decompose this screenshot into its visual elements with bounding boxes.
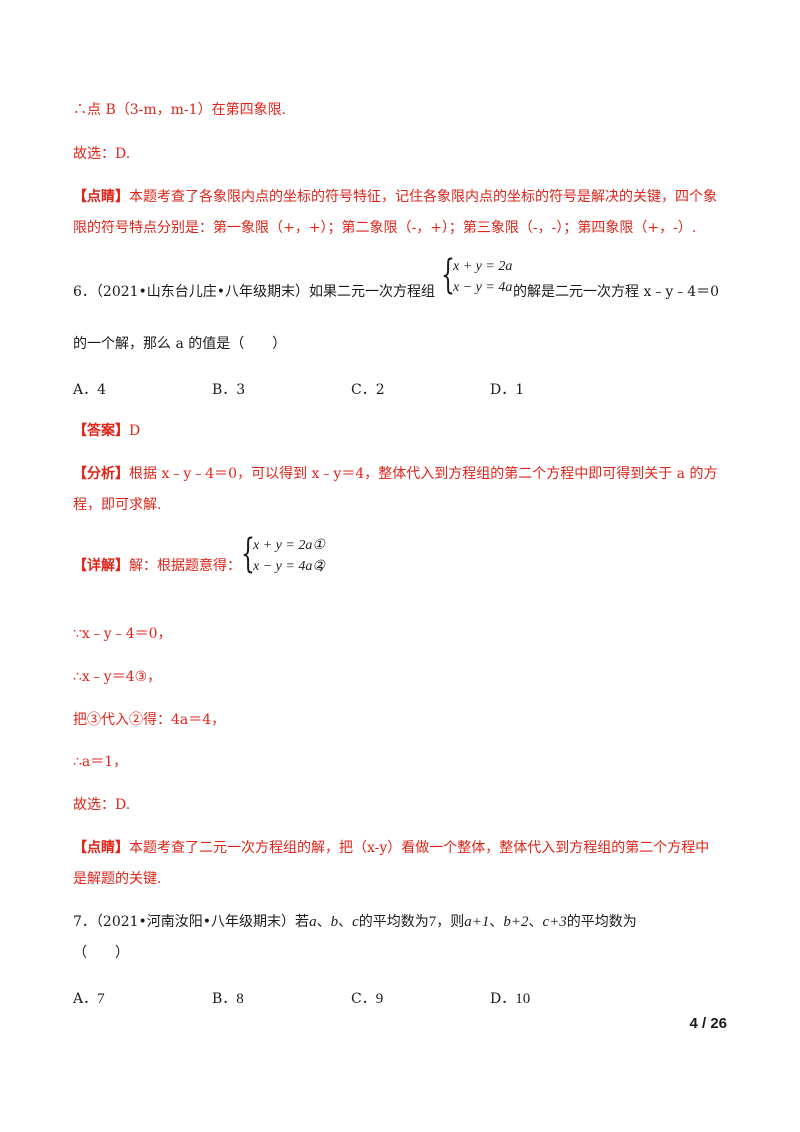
detail-text: 解：根据题意得： (129, 558, 241, 574)
choice-letter: B． (212, 991, 237, 1007)
q6-detail-eq2: x − y = 4a② (253, 559, 325, 574)
brace-icon: { (241, 531, 255, 577)
q6-detail-comma: ， (318, 558, 332, 574)
analysis-text: 根据 x﹣y﹣4＝0，可以得到 x﹣y＝4，整体代入到方程组的第二个方程中即可得… (129, 466, 718, 482)
q7-expr1: a+1 (464, 914, 490, 930)
choice-value: 10 (515, 991, 531, 1007)
q7-sep4: 、 (528, 914, 543, 930)
tip-text: 本题考查了二元一次方程组的解，把（x-y）看做一个整体，整体代入到方程组的第二个… (129, 840, 710, 856)
answer-tag: 【答案】 (73, 423, 129, 439)
choice-letter: D． (490, 991, 516, 1007)
page-number: 4 / 26 (689, 1015, 727, 1032)
choice-value: 9 (375, 991, 384, 1007)
prev-conclusion: ∴点 B（3-m，m-1）在第四象限. (73, 102, 287, 118)
answer-value: D (129, 423, 141, 439)
q7-sep2: 、 (338, 914, 353, 930)
q6-step4: ∴a＝1， (73, 754, 128, 770)
q7-sep1: 、 (316, 914, 331, 930)
q6-choice-c: C．2 (351, 382, 385, 398)
q6-choice-d: D．1 (490, 382, 525, 398)
detail-tag: 【详解】 (73, 558, 129, 574)
q6-stem-a: 6．（2021•山东台儿庄•八年级期末）如果二元一次方程组 (73, 284, 436, 300)
q6-analysis-line1: 【分析】根据 x﹣y﹣4＝0，可以得到 x﹣y＝4，整体代入到方程组的第二个方程… (73, 465, 717, 483)
choice-letter: C． (351, 991, 376, 1007)
q6-sys-eq1: x + y = 2a (453, 259, 513, 274)
q6-tip-line1: 【点睛】本题考查了二元一次方程组的解，把（x-y）看做一个整体，整体代入到方程组… (73, 839, 709, 857)
q7-var-a: a (309, 914, 317, 930)
q6-tip-line2: 是解题的关键. (73, 871, 162, 887)
q6-step3: 把③代入②得：4a＝4， (73, 712, 226, 728)
q7-var-c: c (352, 914, 359, 930)
tip-text: 本题考查了各象限内点的坐标的符号特征，记住各象限内点的坐标的符号是解决的关键，四… (129, 189, 717, 205)
q7-stem-a: 7．（2021•河南汝阳•八年级期末）若 (73, 914, 310, 930)
q7-choice-b: B．8 (212, 988, 244, 1008)
tip-tag: 【点睛】 (73, 189, 129, 205)
analysis-tag: 【分析】 (73, 466, 129, 482)
prev-tip-line2: 限的符号特点分别是：第一象限（+，+）；第二象限（-，+）；第三象限（-，-）；… (73, 220, 697, 236)
q6-sys-eq2: x − y = 4a (453, 280, 513, 295)
q6-detail-intro: 【详解】解：根据题意得： (73, 557, 241, 575)
choice-letter: A． (73, 991, 98, 1007)
q6-stem-b: 的解是二元一次方程 x﹣y﹣4＝0 (513, 284, 720, 300)
prev-choose: 故选：D. (73, 146, 131, 162)
q6-choose: 故选：D. (73, 797, 131, 813)
q7-stem: 7．（2021•河南汝阳•八年级期末）若a、b、c的平均数为7，则a+1、b+2… (73, 913, 637, 931)
tip-tag: 【点睛】 (73, 840, 129, 856)
q7-choice-d: D．10 (490, 988, 530, 1008)
brace-icon: { (441, 252, 455, 298)
q6-stem-c: 的一个解，那么 a 的值是（ ） (73, 336, 287, 352)
choice-value: 8 (236, 991, 244, 1007)
q6-answer: 【答案】D (73, 422, 140, 440)
q7-seven: 7 (428, 914, 437, 930)
choice-value: 7 (97, 991, 105, 1007)
q7-then: ，则 (436, 914, 465, 930)
prev-tip-line1: 【点睛】本题考查了各象限内点的坐标的符号特征，记住各象限内点的坐标的符号是解决的… (73, 188, 717, 206)
q6-analysis-line2: 程，即可求解. (73, 497, 162, 513)
q7-var-b: b (330, 914, 339, 930)
q6-choice-a: A．4 (73, 382, 107, 398)
q7-expr2: b+2 (503, 914, 529, 930)
q6-step1: ∵x﹣y﹣4＝0， (73, 626, 172, 642)
q7-tail: 的平均数为 (566, 914, 637, 930)
q7-mid: 的平均数为 (358, 914, 429, 930)
q6-detail-eq1: x + y = 2a① (253, 538, 325, 553)
q7-choice-c: C．9 (351, 988, 383, 1008)
q7-paren: （ ） (73, 945, 129, 961)
q7-expr3: c+3 (542, 914, 567, 930)
q6-choice-b: B．3 (212, 382, 246, 398)
q7-choice-a: A．7 (73, 988, 105, 1008)
q6-step2: ∴x﹣y＝4③， (73, 669, 162, 685)
q7-sep3: 、 (489, 914, 504, 930)
